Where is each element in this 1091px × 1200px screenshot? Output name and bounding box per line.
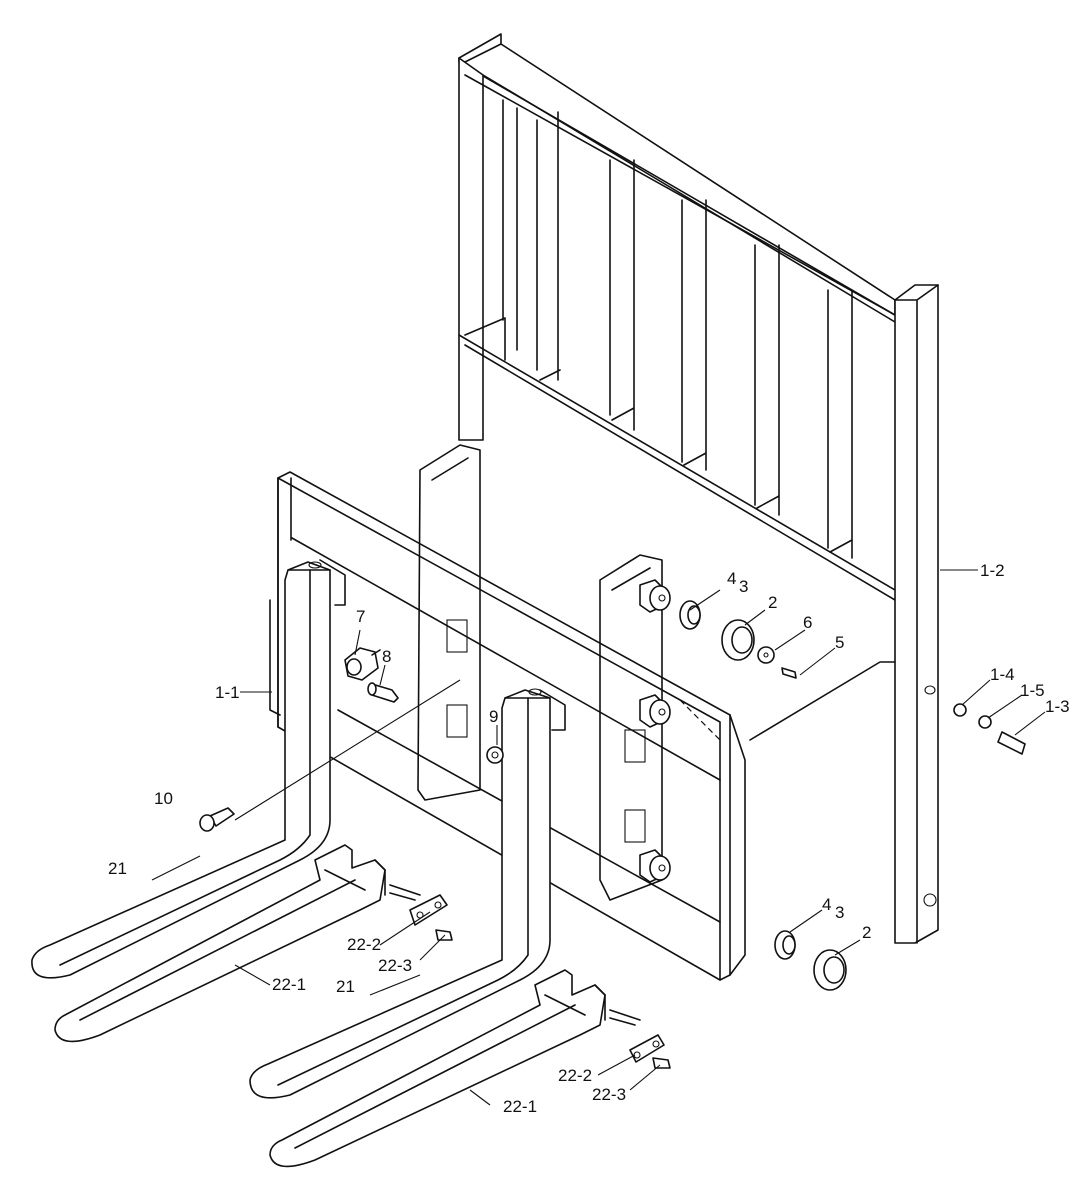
label-9: 9 — [489, 707, 498, 726]
fork-extension-left — [54, 844, 453, 1043]
part-labels: 1-2 1-1 1-4 1-5 1-3 4 3 2 6 5 7 8 9 10 2… — [108, 561, 1070, 1116]
leader-lines — [151, 569, 1046, 1106]
label-3-lower: 3 — [835, 903, 844, 922]
stopper-7 — [344, 647, 381, 681]
label-21-right: 21 — [336, 977, 355, 996]
label-4-lower: 4 — [822, 895, 831, 914]
label-1-1: 1-1 — [215, 683, 240, 702]
label-22-2-left: 22-2 — [347, 935, 381, 954]
upper-bearing-set — [679, 600, 797, 679]
fork-left — [31, 559, 346, 979]
fork-right — [249, 688, 566, 1099]
label-1-4: 1-4 — [990, 665, 1015, 684]
label-21-left: 21 — [108, 859, 127, 878]
label-8: 8 — [382, 647, 391, 666]
label-3-upper: 3 — [739, 577, 748, 596]
label-1-3: 1-3 — [1045, 697, 1070, 716]
label-1-5: 1-5 — [1020, 681, 1045, 700]
label-22-2-right: 22-2 — [558, 1066, 592, 1085]
label-22-3-right: 22-3 — [592, 1085, 626, 1104]
bolt-set-1-3 — [953, 703, 1026, 755]
label-7: 7 — [356, 607, 365, 626]
bolt-10 — [199, 807, 235, 832]
label-4-upper: 4 — [727, 569, 736, 588]
label-5: 5 — [835, 633, 844, 652]
label-22-1-left: 22-1 — [272, 975, 306, 994]
nut-9 — [486, 746, 504, 764]
label-2-lower: 2 — [862, 923, 871, 942]
rollers — [639, 579, 671, 883]
hook-plate-left — [417, 444, 481, 801]
label-1-2: 1-2 — [980, 561, 1005, 580]
label-22-1-right: 22-1 — [503, 1097, 537, 1116]
label-2-upper: 2 — [768, 593, 777, 612]
label-10: 10 — [154, 789, 173, 808]
front-plate — [269, 471, 746, 981]
label-6: 6 — [803, 613, 812, 632]
lower-bearing-set — [774, 930, 847, 991]
label-22-3-left: 22-3 — [378, 956, 412, 975]
bolt-8 — [367, 682, 399, 703]
fork-extension-right — [269, 969, 671, 1168]
rear-frame — [458, 33, 939, 944]
